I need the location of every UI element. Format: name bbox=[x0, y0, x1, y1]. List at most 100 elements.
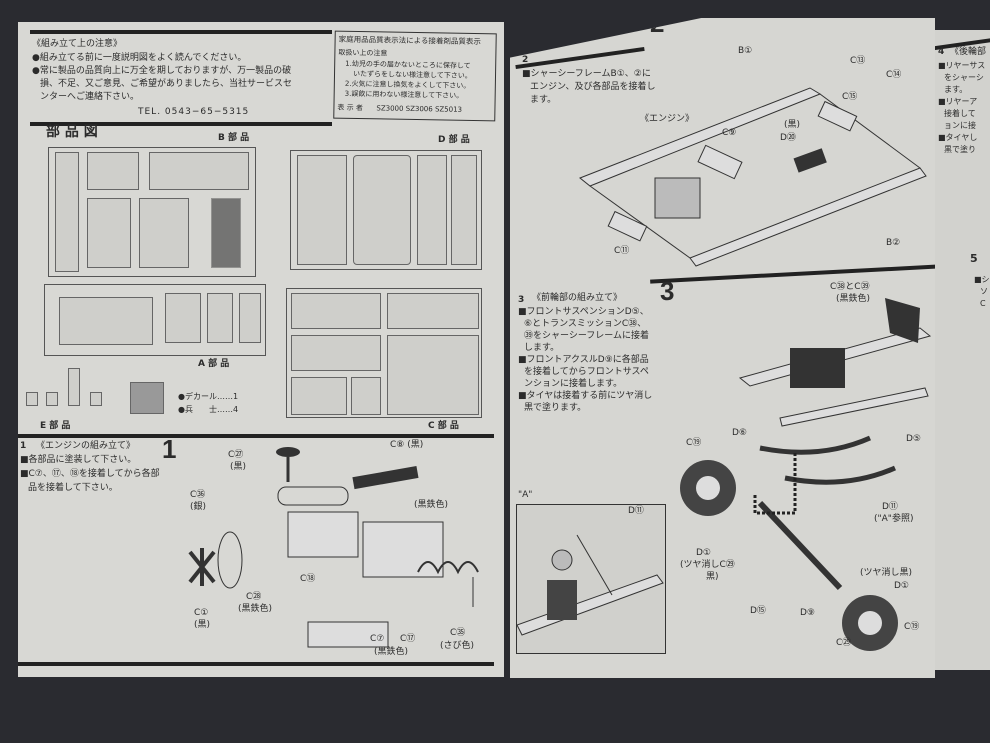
step3-bullet: ■フロントアクスルD⑨に各部品 bbox=[518, 355, 649, 365]
label-c35: C㉟ bbox=[450, 628, 466, 638]
label-c38-c39: C㊳とC㊴ bbox=[830, 282, 870, 292]
step3-bullet: ンションに接着します。 bbox=[524, 379, 623, 389]
label-d15: D⑮ bbox=[750, 606, 766, 616]
front-axle-detail-illustration bbox=[517, 534, 664, 636]
label-c29: C㉙ bbox=[836, 638, 852, 648]
label-c38-color: (黒鉄色) bbox=[836, 294, 871, 304]
step5-line: ソ bbox=[980, 287, 988, 296]
label-b2: B② bbox=[886, 238, 901, 248]
label-c17: C⑰ bbox=[400, 634, 416, 644]
notice-title: 《組み立て上の注意》 bbox=[32, 39, 123, 49]
label-d11: D⑪ bbox=[882, 502, 898, 512]
notice-line: ●常に製品の品質向上に万全を期しておりますが、万一製品の破 bbox=[32, 66, 292, 76]
step4-line: ■タイヤし bbox=[938, 133, 978, 142]
step1-title: 《エンジンの組み立て》 bbox=[36, 441, 136, 451]
label-c9: C⑨ bbox=[722, 128, 737, 138]
inset-label-d11: D⑪ bbox=[628, 506, 644, 516]
divider bbox=[18, 434, 494, 438]
front-suspension-illustration bbox=[680, 298, 932, 651]
phone-number: TEL. 0543−65−5315 bbox=[138, 107, 250, 117]
decal-count: ●デカール……1 bbox=[178, 392, 239, 401]
chassis-frame-illustration bbox=[579, 87, 927, 267]
divider bbox=[30, 30, 332, 34]
label-c36-color: (銀) bbox=[190, 502, 207, 512]
label-c18: C⑱ bbox=[300, 574, 316, 584]
inset-a-label: "A" bbox=[518, 490, 533, 500]
step3-big-number: 3 bbox=[660, 276, 675, 306]
step1-big-number: 1 bbox=[162, 434, 177, 464]
step4-line: ョンに接 bbox=[944, 121, 976, 130]
step3-bullet: ㊴をシャーシーフレームに接着 bbox=[524, 331, 650, 341]
presenter-label: 表 示 者 bbox=[337, 103, 363, 113]
label-d20: D⑳ bbox=[780, 133, 796, 143]
step2-number: 2 bbox=[522, 55, 529, 65]
label-d11-ref: ("A"参照) bbox=[874, 514, 914, 524]
runner-d-label: D 部 品 bbox=[438, 135, 470, 145]
step4-line: 接着して bbox=[944, 109, 976, 118]
quality-item: 3.誤飲に用わない様注意して下さい。 bbox=[344, 89, 464, 100]
step3-bullet: ■タイヤは接着する前にツヤ消し bbox=[518, 391, 653, 401]
label-c19-top: C⑲ bbox=[686, 438, 702, 448]
divider bbox=[18, 662, 494, 666]
step4-number: 4 bbox=[938, 47, 945, 57]
step2-bullet: ■シャーシーフレームB①、②に bbox=[522, 69, 651, 79]
soldier-count: ●兵 士……4 bbox=[178, 405, 239, 414]
step3-bullet: 黒で塗ります。 bbox=[524, 403, 587, 413]
label-c13: C⑬ bbox=[850, 56, 866, 66]
label-c28: C㉘ bbox=[246, 592, 262, 602]
runner-e-label: E 部 品 bbox=[40, 421, 71, 431]
notice-line: ンターへご連絡下さい。 bbox=[40, 92, 140, 102]
label-c36: C㊱ bbox=[190, 490, 206, 500]
runner-c bbox=[286, 288, 482, 418]
runner-d bbox=[290, 150, 482, 270]
step4-line: をシャーシ bbox=[944, 73, 984, 82]
step4-line: ます。 bbox=[944, 85, 968, 94]
step4-line: ■リヤーア bbox=[938, 97, 978, 106]
label-d1-left-note2: 黒) bbox=[706, 572, 719, 582]
label-matte-black: (ツヤ消し黒) bbox=[860, 568, 913, 578]
runner-b bbox=[48, 147, 256, 277]
left-page: 《組み立て上の注意》 ●組み立てる前に一度説明図をよく読んでください。 ●常に製… bbox=[18, 22, 504, 677]
step3-title: 《前輪部の組み立て》 bbox=[532, 293, 623, 303]
step5-line: ■シ bbox=[974, 275, 990, 284]
step1-bullet: ■各部品に塗装して下さい。 bbox=[20, 455, 137, 465]
label-c19-bottom: C⑲ bbox=[904, 622, 920, 632]
step4-line: ■リヤーサス bbox=[938, 61, 986, 70]
soldier-figures bbox=[130, 382, 164, 414]
label-c27-color: (黒) bbox=[230, 462, 247, 472]
parts-diagram-title: 部 品 図 bbox=[46, 124, 98, 140]
label-c15: C⑮ bbox=[842, 92, 858, 102]
label-engine: 《エンジン》 bbox=[640, 114, 695, 124]
inset-a-detail bbox=[516, 504, 666, 654]
runner-a-label: A 部 品 bbox=[198, 359, 230, 369]
label-c28-color: (黒鉄色) bbox=[238, 604, 273, 614]
step4-title: 《後輪部 bbox=[950, 47, 987, 57]
label-c7: C⑦ bbox=[370, 634, 385, 644]
step2-big-number: 2 bbox=[650, 8, 665, 38]
runner-c-label: C 部 品 bbox=[428, 421, 459, 431]
step3-bullet: ■フロントサスペンションD⑤、 bbox=[518, 307, 649, 317]
step2-title: 《エンジンの取り付け》 bbox=[539, 22, 640, 46]
notice-line: ●組み立てる前に一度説明図をよく読んでください。 bbox=[32, 53, 247, 63]
runner-b-label: B 部 品 bbox=[218, 133, 250, 143]
step5-number: 5 bbox=[970, 252, 978, 265]
label-d1-right: D① bbox=[894, 581, 909, 591]
label-d6: D⑥ bbox=[732, 428, 747, 438]
label-c8: C⑧ (黒) bbox=[390, 440, 424, 450]
label-c27: C㉗ bbox=[228, 450, 244, 460]
quality-title: 家庭用品品質表示法による接着剤品質表示 bbox=[338, 34, 481, 47]
step2-bullet: ます。 bbox=[530, 95, 557, 105]
step5-line: C bbox=[980, 299, 986, 308]
step4-line: 黒で塗り bbox=[944, 145, 976, 154]
label-black: (黒) bbox=[784, 120, 801, 130]
label-d5: D⑤ bbox=[906, 434, 921, 444]
product-codes: SZ3000 SZ3006 SZ5013 bbox=[376, 104, 463, 114]
adhesive-quality-box: 家庭用品品質表示法による接着剤品質表示 取扱い上の注意 1.幼児の手の届かないと… bbox=[333, 30, 497, 122]
label-d9: D⑨ bbox=[800, 608, 815, 618]
step3-bullet: ⑥とトランスミッションC㊳、 bbox=[524, 319, 647, 329]
quality-subtitle: 取扱い上の注意 bbox=[338, 48, 388, 58]
label-b1: B① bbox=[738, 46, 753, 56]
step3-bullet: します。 bbox=[524, 343, 560, 353]
step1-number: 1 bbox=[20, 441, 27, 451]
step3-number: 3 bbox=[518, 295, 525, 305]
